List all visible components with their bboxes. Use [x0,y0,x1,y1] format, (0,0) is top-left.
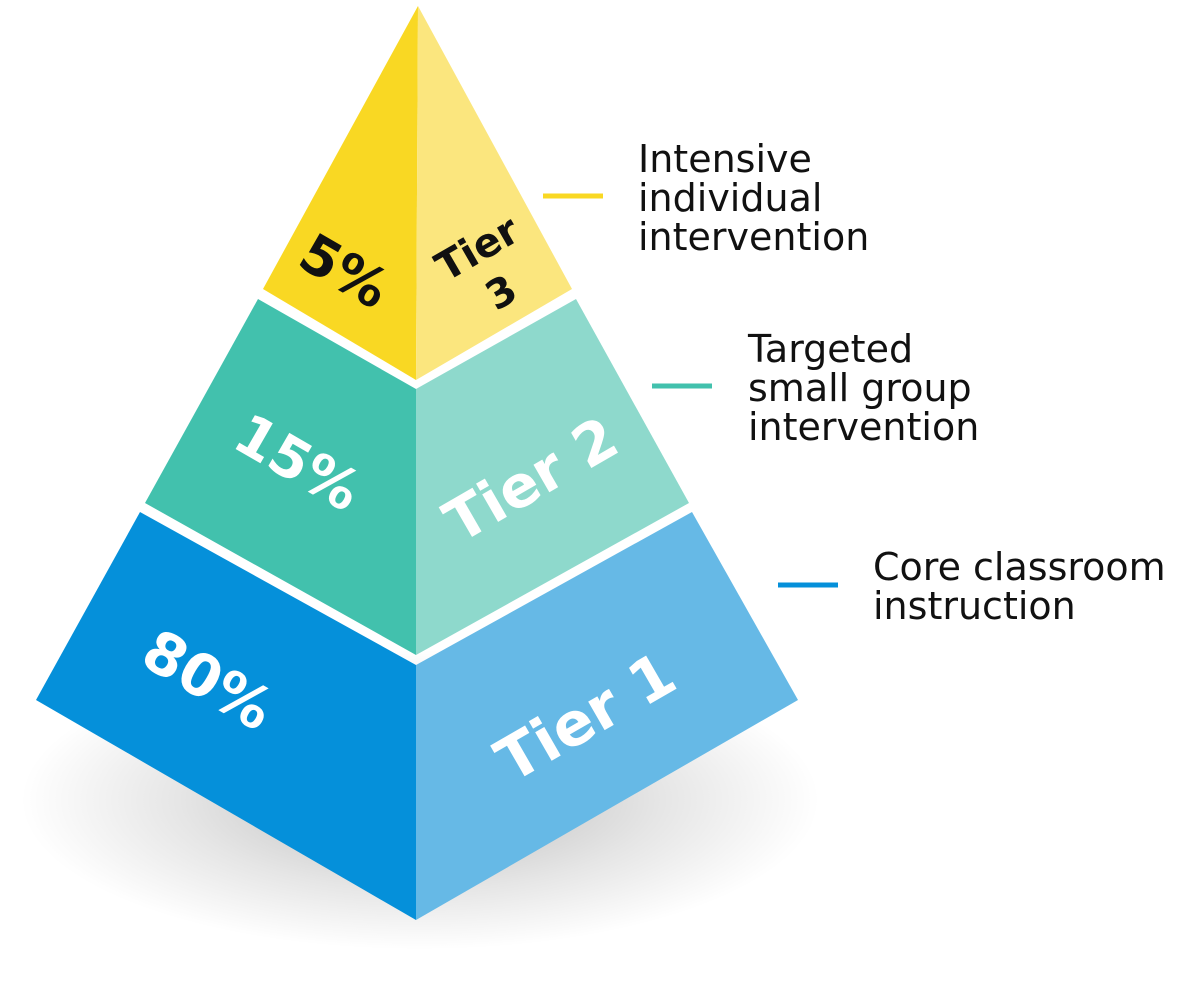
tier-1-description-line1: Core classroom [873,545,1166,589]
tier-1-block [36,512,798,920]
tier-1-description-line2: instruction [873,584,1076,628]
tier-2-description: Targeted small group intervention [747,327,984,449]
tier-3-description-line2: individual [638,176,822,220]
tier-3-description-line3: intervention [638,215,869,259]
tier-2-description-line3: intervention [748,405,979,449]
tier-1-description: Core classroom instruction [873,545,1178,628]
tier-3-right-face [416,6,572,380]
tier-2-description-line2: small group [748,366,972,410]
tier-3-left-face [263,6,418,380]
tier-3-block [263,6,572,380]
tier-1-left-face [36,512,416,920]
tier-3-description-line1: Intensive [638,137,812,181]
tier-2-block [145,299,689,655]
tier-3-description: Intensive individual intervention [638,137,869,259]
tier-1-right-face [416,512,798,920]
tier-2-description-line1: Targeted [747,327,913,371]
tier-2-right-face [416,299,689,655]
tier-2-left-face [145,299,416,655]
